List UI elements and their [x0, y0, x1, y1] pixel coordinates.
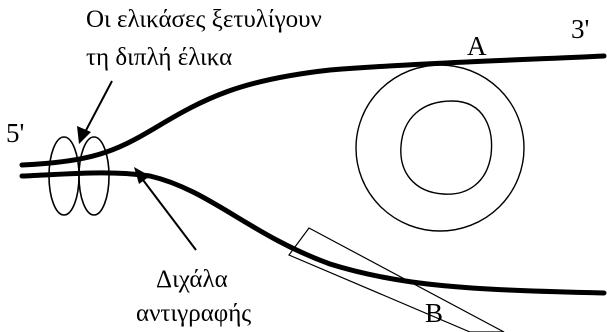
helicase-arrow-line [83, 81, 112, 136]
outer-ring [356, 65, 524, 231]
inner-ring [401, 101, 492, 194]
helicase-arrow-head [77, 126, 91, 144]
strand-b-label: B [425, 298, 443, 328]
strand-a-line [22, 56, 604, 165]
helicase-ring-right [79, 137, 109, 215]
three-prime-label: 3' [571, 14, 589, 44]
five-prime-label: 5' [6, 118, 24, 148]
strand-a-label: A [467, 31, 487, 61]
helicase-label-line2: τη διπλή έλικα [86, 44, 232, 71]
strand-b-line [22, 173, 604, 293]
fork-label-line2: αντιγραφής [136, 300, 251, 327]
helicase-label-line1: Οι ελικάσες ξετυλίγουν [86, 6, 322, 33]
fork-label-line1: Διχάλα [156, 266, 228, 293]
